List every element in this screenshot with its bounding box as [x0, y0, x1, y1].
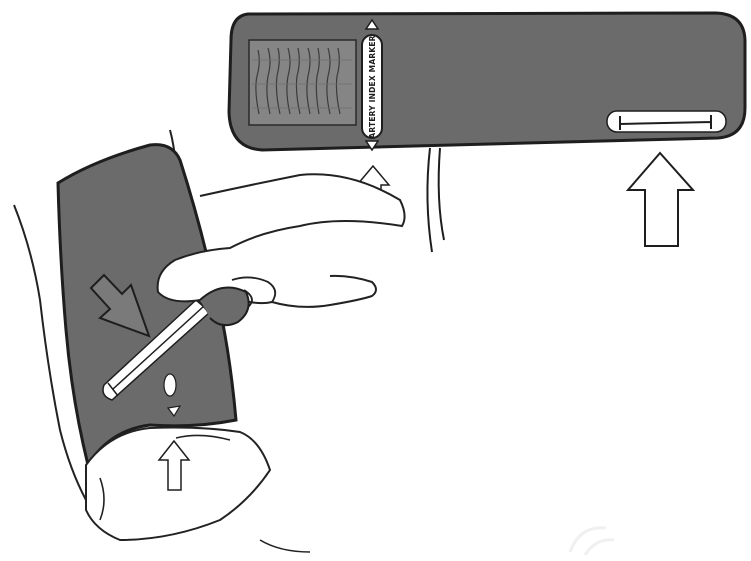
artery-index-marker-text: ARTERY INDEX MARKER	[368, 35, 377, 138]
cuff-tubing	[427, 148, 444, 252]
cuff-marker-dot	[164, 374, 176, 396]
forearm	[86, 428, 310, 553]
artery-index-marker: ARTERY INDEX MARKER	[362, 20, 382, 150]
large-up-arrow-icon	[628, 153, 693, 246]
velcro-patch	[249, 40, 356, 125]
faint-watermark-mark	[570, 528, 614, 555]
index-range-marker	[607, 111, 726, 132]
